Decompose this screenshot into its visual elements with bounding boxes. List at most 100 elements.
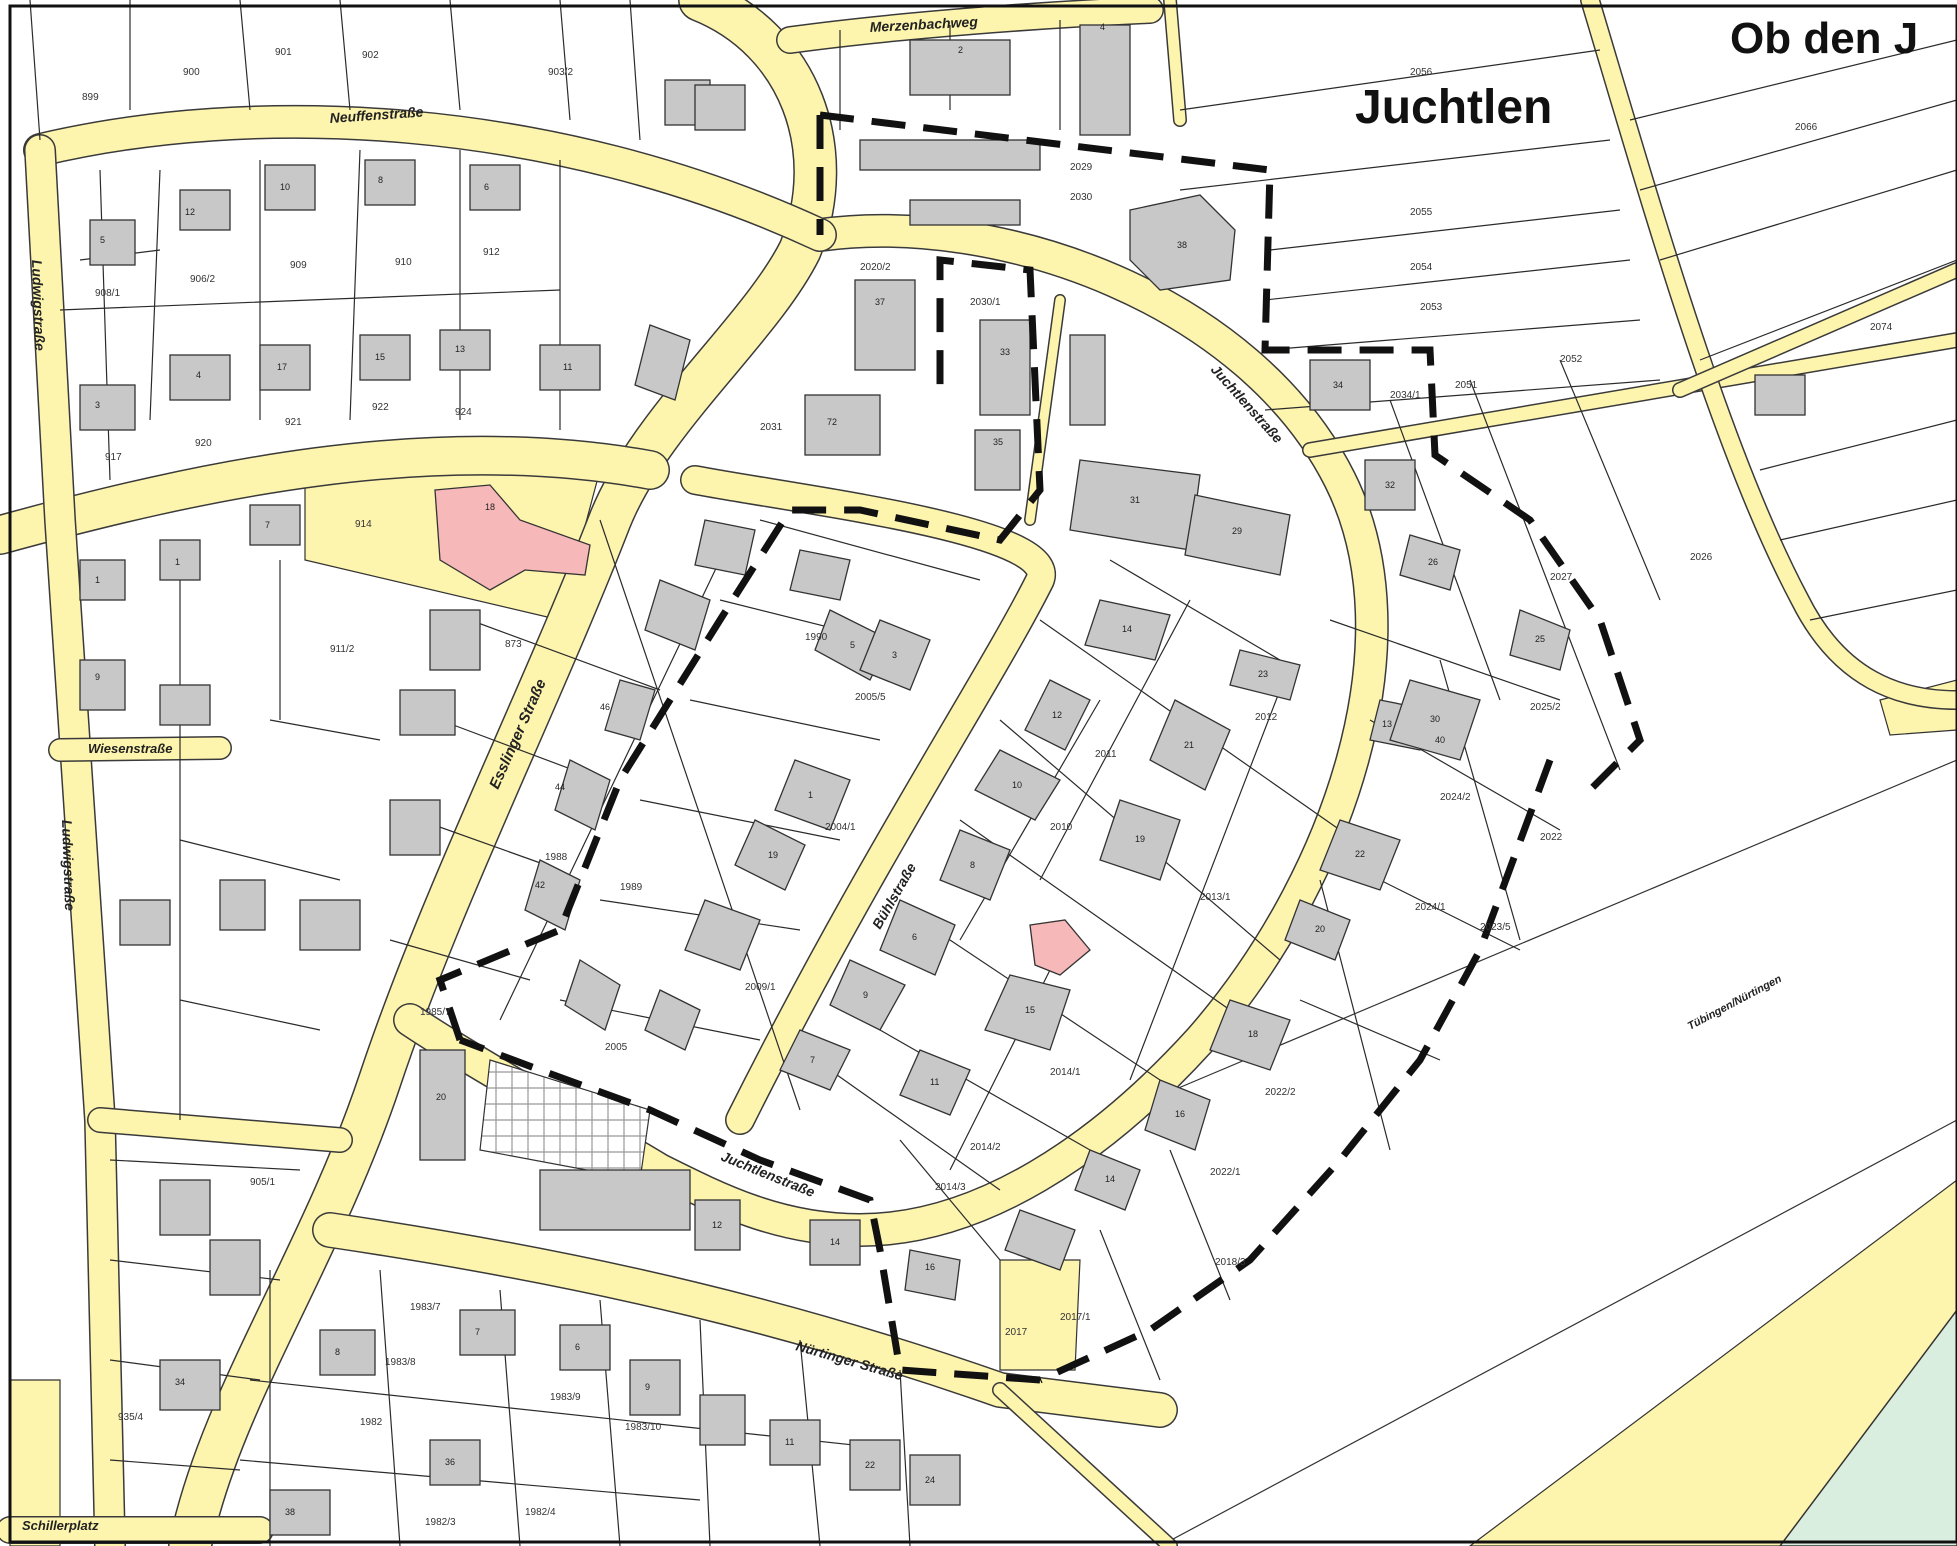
building-b58[interactable]: [439, 329, 491, 371]
building-b25[interactable]: [779, 1029, 851, 1091]
building-b20[interactable]: [939, 829, 1011, 901]
building-b63[interactable]: [249, 504, 301, 546]
building-b75[interactable]: [209, 1239, 261, 1296]
parcel-label: 901: [275, 47, 292, 58]
building-b81[interactable]: [699, 1394, 746, 1446]
building-b59[interactable]: [539, 344, 601, 391]
building-b27[interactable]: [774, 759, 851, 831]
building-b43[interactable]: [1074, 1149, 1141, 1211]
building-b22-highlighted[interactable]: [1029, 919, 1091, 976]
building-b83[interactable]: [849, 1439, 901, 1491]
building-b15[interactable]: [1149, 699, 1231, 791]
building-b71[interactable]: [429, 609, 481, 671]
building-b6[interactable]: [974, 429, 1021, 491]
building-b46[interactable]: [809, 1219, 861, 1266]
building-b68[interactable]: [119, 899, 171, 946]
parcel-label: 2030: [1070, 192, 1093, 203]
building-b32[interactable]: [789, 549, 851, 601]
building-b19[interactable]: [974, 749, 1061, 821]
building-b84[interactable]: [909, 1454, 961, 1506]
building-b64[interactable]: [79, 559, 126, 601]
building-b65[interactable]: [159, 539, 201, 581]
building-b77[interactable]: [319, 1329, 376, 1376]
building-b49[interactable]: [89, 219, 136, 266]
building-b40[interactable]: [1284, 899, 1351, 961]
building-b51[interactable]: [264, 164, 316, 211]
building-b82[interactable]: [769, 1419, 821, 1466]
boundary-northeast: [819, 111, 1645, 793]
building-b67[interactable]: [159, 684, 211, 726]
building-b54[interactable]: [79, 384, 136, 431]
building-b87[interactable]: [1754, 374, 1806, 416]
building-b34[interactable]: [604, 679, 656, 741]
building-b5[interactable]: [979, 319, 1031, 416]
building-b60[interactable]: [634, 324, 691, 401]
building-b80[interactable]: [629, 1359, 681, 1416]
building-b30[interactable]: [564, 959, 621, 1031]
building-b72[interactable]: [399, 689, 456, 736]
building-b8[interactable]: [1069, 459, 1201, 551]
building-highlighted-church[interactable]: [434, 484, 591, 591]
parcel-label: 2011: [1095, 749, 1117, 760]
building-b21[interactable]: [879, 899, 956, 976]
building-b14[interactable]: [1229, 649, 1301, 701]
building-b47[interactable]: [694, 1199, 741, 1251]
map-frame: [8, 4, 1957, 1544]
building-b56[interactable]: [259, 344, 311, 391]
building-b26b[interactable]: [859, 619, 931, 691]
building-b41[interactable]: [1209, 999, 1291, 1071]
building-b78[interactable]: [459, 1309, 516, 1356]
building-b73[interactable]: [389, 799, 441, 856]
building-b2[interactable]: [1079, 24, 1131, 136]
building-b55[interactable]: [169, 354, 231, 401]
building-b29[interactable]: [644, 989, 701, 1051]
building-b13[interactable]: [1509, 609, 1571, 671]
building-b17[interactable]: [1084, 599, 1171, 661]
building-row-1985[interactable]: [539, 1169, 691, 1231]
building-b69[interactable]: [219, 879, 266, 931]
building-b23[interactable]: [899, 1049, 971, 1116]
building-b38[interactable]: [1389, 679, 1481, 761]
building-b28b[interactable]: [684, 899, 761, 971]
building-b62[interactable]: [694, 84, 746, 131]
building-b10[interactable]: [1309, 359, 1371, 411]
building-b76[interactable]: [159, 1359, 221, 1411]
building-garage-2[interactable]: [909, 199, 1021, 226]
building-shed[interactable]: [1069, 334, 1106, 426]
building-b42[interactable]: [1144, 1079, 1211, 1151]
building-garage-row[interactable]: [859, 139, 1041, 171]
building-b52[interactable]: [364, 159, 416, 206]
building-b45[interactable]: [904, 1249, 961, 1301]
building-b74[interactable]: [159, 1179, 211, 1236]
building-b33[interactable]: [644, 579, 711, 651]
building-b16[interactable]: [1099, 799, 1181, 881]
building-b70[interactable]: [299, 899, 361, 951]
building-b79[interactable]: [559, 1324, 611, 1371]
building-b39[interactable]: [1319, 819, 1401, 891]
building-b18[interactable]: [1024, 679, 1091, 751]
building-b44[interactable]: [1004, 1209, 1076, 1271]
building-b31[interactable]: [694, 519, 756, 576]
building-b11[interactable]: [1364, 459, 1416, 511]
building-b66[interactable]: [79, 659, 126, 711]
building-b24[interactable]: [829, 959, 906, 1031]
buildings: [79, 24, 1806, 1536]
building-b53[interactable]: [469, 164, 521, 211]
building-b1[interactable]: [909, 39, 1011, 96]
building-b7[interactable]: [804, 394, 881, 456]
building-b28[interactable]: [734, 819, 806, 891]
building-b3[interactable]: [1129, 194, 1236, 291]
building-b4[interactable]: [854, 279, 916, 371]
building-b86[interactable]: [269, 1489, 331, 1536]
building-b85[interactable]: [429, 1439, 481, 1486]
house-number: 10: [280, 182, 290, 192]
building-b57[interactable]: [359, 334, 411, 381]
building-b9[interactable]: [1184, 494, 1291, 576]
building-b35[interactable]: [554, 759, 611, 831]
building-b12[interactable]: [1399, 534, 1461, 591]
building-b48[interactable]: [419, 1049, 466, 1161]
building-b50[interactable]: [179, 189, 231, 231]
building-b22[interactable]: [984, 974, 1071, 1051]
